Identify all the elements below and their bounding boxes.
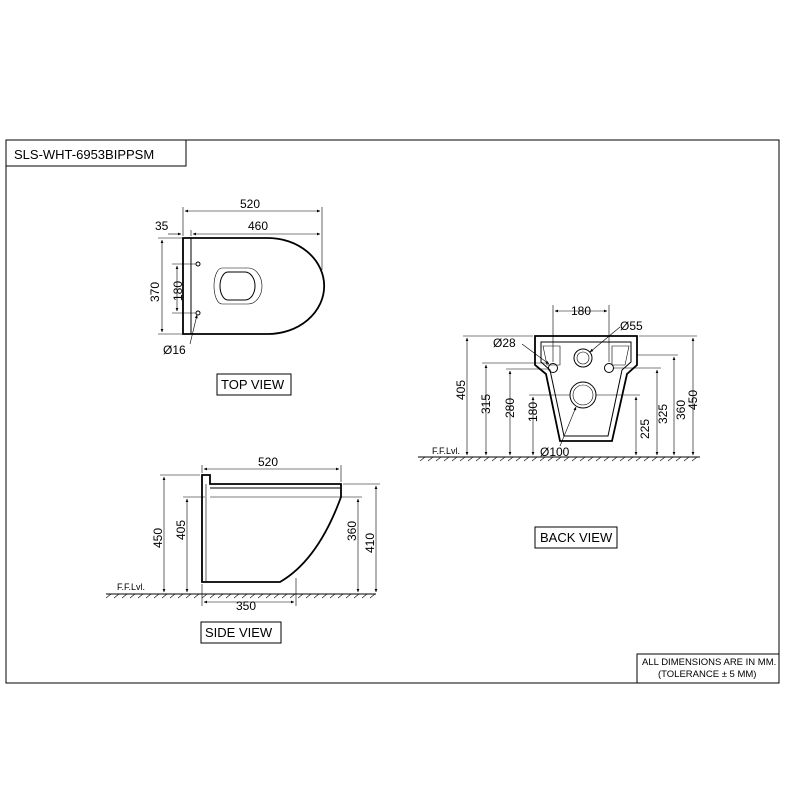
dim-back-450: 450	[686, 390, 700, 410]
note-line-2: (TOLERANCE ± 5 MM)	[658, 669, 756, 680]
dim-back-180b: 180	[526, 402, 540, 422]
fixing-hole	[195, 261, 201, 267]
side-view: F.F.Lvl. 520 450 405 360 410 350 SID	[105, 455, 380, 644]
fixing-hole	[604, 363, 614, 373]
side-view-outline	[201, 474, 342, 583]
dim-back-180: 180	[571, 304, 591, 318]
dim-back-325: 325	[656, 404, 670, 424]
back-view-outline	[534, 335, 638, 442]
note-line-1: ALL DIMENSIONS ARE IN MM.	[642, 657, 776, 668]
dim-side-405: 405	[174, 520, 188, 540]
back-floor-label: F.F.Lvl.	[432, 446, 460, 456]
fixing-hole	[548, 363, 558, 373]
back-view-label: BACK VIEW	[540, 530, 613, 545]
back-view: F.F.Lvl. 180 Ø55 Ø28 Ø100 405 315	[418, 304, 700, 549]
dim-top-180: 180	[171, 281, 185, 301]
dim-side-360: 360	[345, 521, 359, 541]
dim-top-460: 460	[248, 219, 268, 233]
top-view: 520 460 35 370 180 Ø16 TOP VIEW	[148, 197, 325, 396]
dim-back-280: 280	[503, 398, 517, 418]
dim-top-370: 370	[148, 282, 162, 302]
side-floor-label: F.F.Lvl.	[117, 582, 145, 592]
dim-top-520: 520	[240, 197, 260, 211]
dim-side-450: 450	[151, 528, 165, 548]
dim-back-360: 360	[674, 400, 688, 420]
dim-side-410: 410	[363, 533, 377, 553]
bowl-opening	[219, 271, 256, 301]
dimension-note: ALL DIMENSIONS ARE IN MM. (TOLERANCE ± 5…	[636, 653, 780, 684]
dim-back-315: 315	[479, 394, 493, 414]
inlet-hole	[573, 348, 593, 368]
outlet-hole	[569, 381, 597, 409]
fixing-hole	[195, 310, 201, 316]
dim-back-dia100: Ø100	[540, 445, 570, 459]
side-view-label: SIDE VIEW	[205, 625, 273, 640]
top-view-outline	[182, 237, 325, 335]
dim-back-225: 225	[638, 419, 652, 439]
dim-back-dia28: Ø28	[493, 336, 516, 350]
dim-top-35: 35	[155, 219, 169, 233]
dim-top-dia16: Ø16	[163, 343, 186, 357]
model-code: SLS-WHT-6953BIPPSM	[14, 147, 154, 162]
dim-back-dia55: Ø55	[620, 319, 643, 333]
top-view-label: TOP VIEW	[221, 377, 285, 392]
dim-side-520: 520	[258, 455, 278, 469]
title-box: SLS-WHT-6953BIPPSM	[5, 139, 187, 167]
sheet-border	[5, 139, 780, 684]
dim-back-405: 405	[454, 380, 468, 400]
dim-side-350: 350	[236, 599, 256, 613]
